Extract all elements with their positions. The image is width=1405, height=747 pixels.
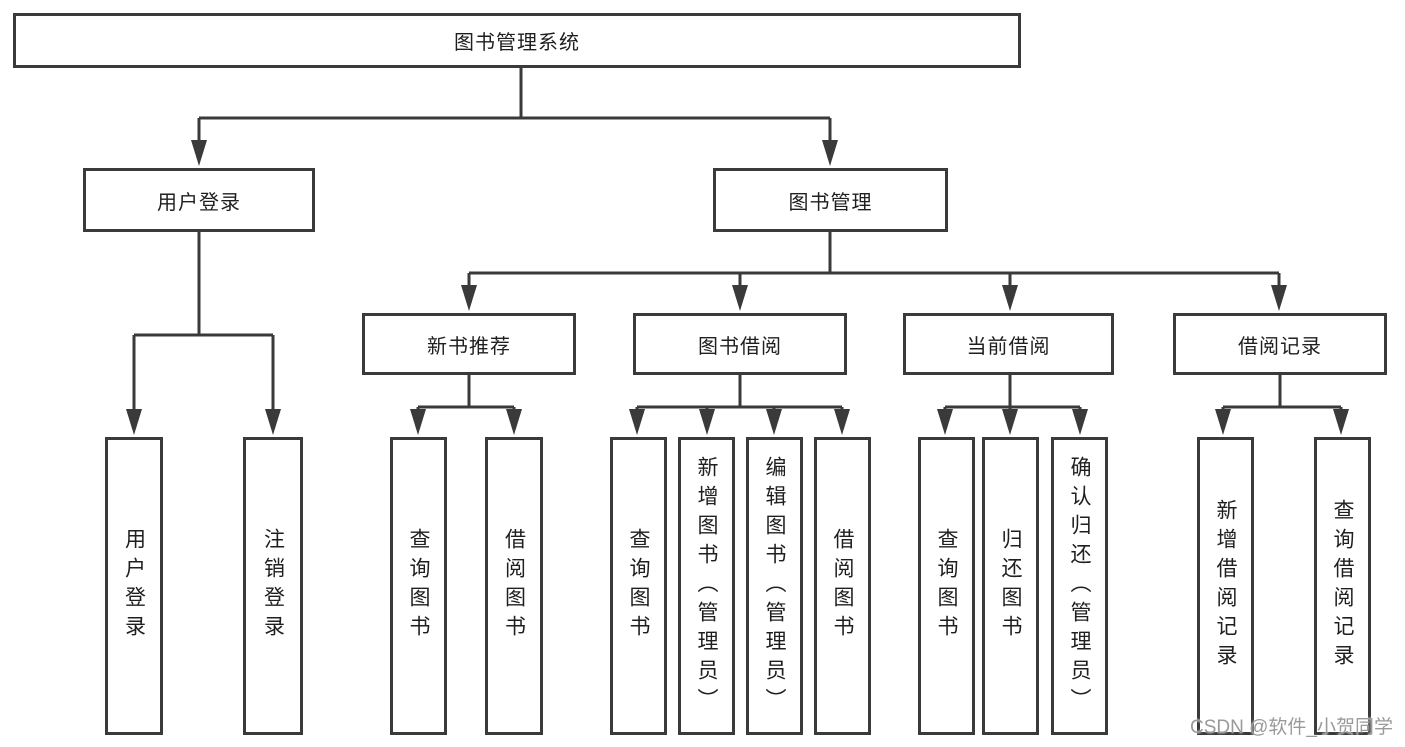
leaf-rec-query-books: 查询图书	[390, 437, 447, 735]
leaf-confirm-return-admin-label: 确认归还（管理员）	[1068, 455, 1091, 717]
arrowheads-user-login-children	[126, 409, 281, 435]
node-user-login: 用户登录	[83, 168, 315, 232]
leaf-borrow-query-books: 查询图书	[610, 437, 667, 735]
node-root-label: 图书管理系统	[454, 32, 580, 54]
connector-new-book-rec-children	[416, 375, 516, 411]
connector-root-to-level1	[197, 68, 832, 142]
node-book-mgmt-label: 图书管理	[788, 191, 873, 214]
leaf-return-books: 归还图书	[982, 437, 1039, 735]
node-new-book-rec: 新书推荐	[362, 313, 576, 375]
arrowheads-borrow-records-children	[1215, 409, 1349, 435]
leaf-add-borrow-record-label: 新增借阅记录	[1214, 499, 1237, 673]
node-new-book-rec-label: 新书推荐	[427, 335, 511, 358]
leaf-query-borrow-record-label: 查询借阅记录	[1331, 499, 1354, 673]
leaf-add-books-admin: 新增图书（管理员）	[678, 437, 735, 735]
leaf-confirm-return-admin: 确认归还（管理员）	[1051, 437, 1108, 735]
leaf-edit-books-admin-label: 编辑图书（管理员）	[763, 455, 786, 717]
leaf-rec-borrow-books: 借阅图书	[485, 437, 543, 735]
node-book-borrow: 图书借阅	[633, 313, 847, 375]
node-borrow-records: 借阅记录	[1173, 313, 1387, 375]
arrowheads-level1	[191, 140, 838, 166]
connector-current-borrow-children	[943, 375, 1082, 411]
leaf-borrow-query-books-label: 查询图书	[627, 528, 650, 644]
leaf-borrow-books-label: 借阅图书	[831, 528, 854, 644]
leaf-borrow-books: 借阅图书	[814, 437, 871, 735]
node-current-borrow: 当前借阅	[903, 313, 1114, 375]
connector-book-borrow-children	[635, 375, 844, 411]
node-root: 图书管理系统	[13, 13, 1021, 68]
node-book-mgmt: 图书管理	[713, 168, 948, 232]
leaf-rec-query-books-label: 查询图书	[407, 528, 430, 644]
connector-borrow-records-children	[1221, 375, 1343, 411]
connector-book-mgmt-children	[467, 232, 1281, 287]
leaf-add-borrow-record: 新增借阅记录	[1197, 437, 1254, 735]
arrowheads-book-mgmt-children	[461, 285, 1287, 311]
leaf-current-query-books: 查询图书	[918, 437, 975, 735]
leaf-user-login: 用户登录	[105, 437, 163, 735]
arrowheads-book-borrow-children	[629, 409, 850, 435]
leaf-logout-label: 注销登录	[261, 528, 285, 644]
leaf-edit-books-admin: 编辑图书（管理员）	[746, 437, 803, 735]
arrowheads-current-borrow-children	[937, 409, 1088, 435]
connector-user-login-children	[132, 232, 275, 411]
node-book-borrow-label: 图书借阅	[698, 335, 782, 358]
leaf-logout: 注销登录	[243, 437, 303, 735]
leaf-rec-borrow-books-label: 借阅图书	[502, 528, 526, 644]
arrowheads-new-book-rec-children	[410, 409, 522, 435]
csdn-watermark: CSDN @软件_小贺同学	[1190, 717, 1393, 738]
node-user-login-label: 用户登录	[157, 191, 241, 214]
leaf-return-books-label: 归还图书	[999, 528, 1022, 644]
leaf-query-borrow-record: 查询借阅记录	[1314, 437, 1371, 735]
node-current-borrow-label: 当前借阅	[966, 335, 1051, 358]
leaf-current-query-books-label: 查询图书	[935, 528, 958, 644]
node-borrow-records-label: 借阅记录	[1238, 335, 1322, 358]
leaf-add-books-admin-label: 新增图书（管理员）	[695, 455, 718, 717]
leaf-user-login-label: 用户登录	[122, 528, 146, 644]
